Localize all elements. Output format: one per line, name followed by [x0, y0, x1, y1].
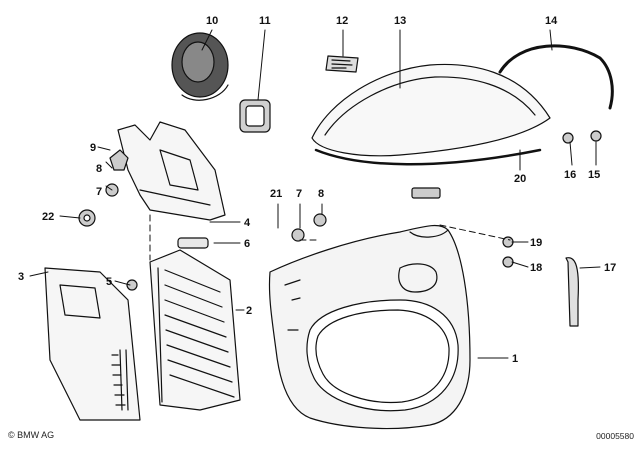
callout-8a: 8 [96, 163, 102, 175]
part-louvered-grille [149, 249, 241, 411]
callout-15: 15 [588, 169, 600, 181]
callout-22: 22 [42, 211, 54, 223]
part-side-panel [44, 267, 141, 421]
callout-8b: 8 [318, 188, 324, 200]
callout-14: 14 [545, 15, 558, 27]
part-windshield-trim [498, 44, 614, 110]
callout-7a: 7 [96, 186, 102, 198]
callout-7b: 7 [296, 188, 302, 200]
part-rubber-strip [177, 237, 209, 249]
callout-21: 21 [270, 188, 282, 200]
callout-9: 9 [90, 142, 96, 154]
callout-19: 19 [530, 237, 542, 249]
callout-3: 3 [18, 271, 24, 283]
document-number: 00005580 [596, 431, 634, 441]
part-mounting-bracket [117, 121, 226, 221]
callout-20: 20 [514, 173, 526, 185]
callout-16: 16 [564, 169, 576, 181]
part-trim-strip [565, 257, 579, 327]
callout-17: 17 [604, 262, 616, 274]
callout-10: 10 [206, 15, 218, 27]
callout-18: 18 [530, 262, 542, 274]
part-fairing-shell [268, 224, 471, 430]
callout-numbers: 1 2 3 4 5 6 7 7 8 8 9 10 11 12 13 14 15 … [18, 15, 616, 365]
callout-12: 12 [336, 15, 348, 27]
callout-2: 2 [246, 305, 252, 317]
leader-lines [29, 29, 601, 359]
callout-4: 4 [244, 217, 251, 229]
part-windshield [311, 63, 551, 157]
part-seal-strip [314, 148, 542, 166]
callout-6: 6 [244, 238, 250, 250]
callout-13: 13 [394, 15, 406, 27]
callout-1: 1 [512, 353, 518, 365]
part-label-plate [325, 55, 359, 73]
callout-5: 5 [106, 276, 112, 288]
callout-11: 11 [259, 15, 271, 27]
part-bellows-boot [171, 32, 229, 101]
copyright-text: © BMW AG [8, 430, 55, 440]
